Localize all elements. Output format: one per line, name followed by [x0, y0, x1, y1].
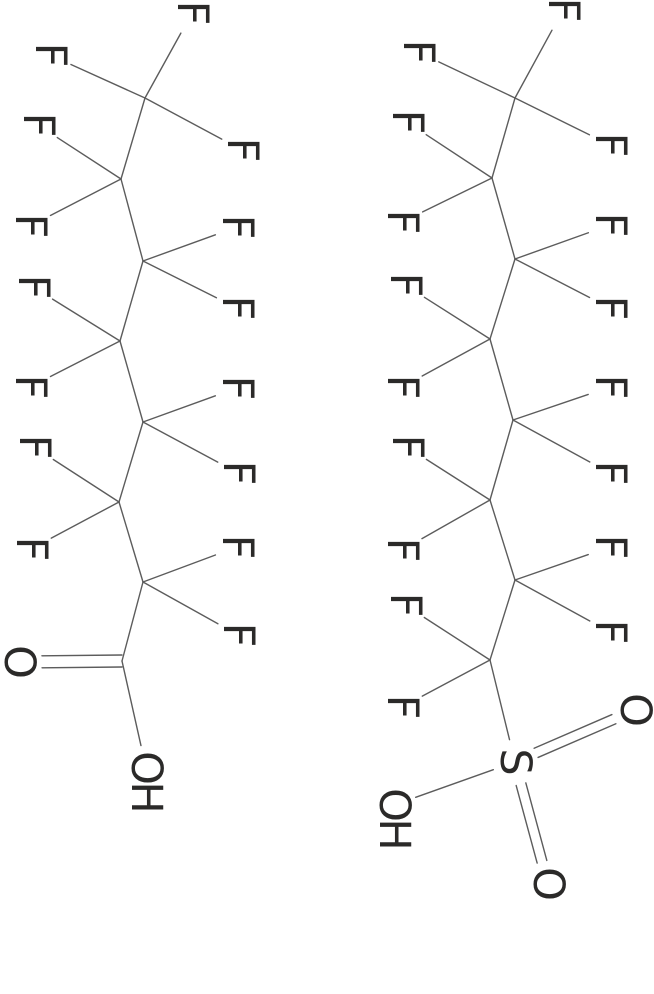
atom-label-F: F — [585, 535, 635, 560]
atom-label-F: F — [212, 296, 262, 321]
bond-line — [512, 419, 591, 463]
atom-label-F: F — [13, 113, 63, 138]
molecule-pfos: FFFFFFFFFFFFFFFFFSOOOH — [369, 0, 654, 901]
atom-label-F: F — [538, 0, 588, 22]
double-bond-line — [41, 666, 123, 669]
bond-line — [491, 97, 516, 179]
atom-label-O: O — [0, 645, 44, 679]
atom-label-F: F — [213, 461, 263, 486]
atom-label-O: O — [523, 867, 573, 901]
atom-label-F: F — [6, 537, 56, 562]
bond-line — [421, 338, 491, 377]
bond-line — [142, 234, 217, 262]
bond-line — [121, 581, 144, 662]
bond-line — [489, 579, 516, 661]
bond-line — [489, 499, 516, 581]
atom-label-F: F — [393, 40, 443, 65]
atom-label-F: F — [377, 375, 427, 400]
atom-label-F: F — [5, 214, 55, 239]
double-bond-line — [533, 713, 613, 749]
bond-line — [514, 29, 553, 99]
atom-label-F: F — [213, 623, 263, 648]
bond-line — [56, 136, 122, 180]
bond-line — [119, 260, 144, 342]
bond-line — [120, 178, 144, 262]
bond-line — [118, 421, 144, 503]
molecule-pfoa: FFFFFFFFFFFFFFFOOH — [0, 1, 267, 814]
atom-label-F: F — [167, 1, 217, 26]
bond-line — [52, 458, 120, 503]
bond-line — [423, 616, 491, 661]
double-bond-line — [525, 782, 548, 862]
atom-label-F: F — [5, 375, 55, 400]
atom-label-H: H — [121, 781, 171, 813]
bond-line — [49, 340, 121, 378]
atom-label-F: F — [377, 695, 427, 720]
atom-label-F: F — [585, 620, 635, 645]
double-bond-line — [537, 723, 617, 759]
atom-label-F: F — [380, 593, 430, 618]
atom-label-S: S — [490, 748, 540, 775]
bond-line — [144, 32, 182, 99]
double-bond-line — [515, 784, 538, 864]
bond-line — [51, 298, 121, 342]
bond-line — [414, 769, 495, 798]
bond-line — [421, 659, 491, 697]
atom-label-F: F — [25, 43, 75, 68]
atom-label-F: F — [585, 375, 635, 400]
atom-label-H: H — [369, 818, 419, 850]
bond-line — [50, 501, 120, 539]
atom-label-F: F — [382, 110, 432, 135]
atom-label-F: F — [377, 538, 427, 563]
bond-line — [425, 133, 493, 179]
atom-label-F: F — [382, 435, 432, 460]
bond-line — [142, 554, 217, 583]
bond-line — [514, 97, 591, 136]
atom-label-F: F — [212, 376, 262, 401]
atom-label-F: F — [9, 435, 59, 460]
bond-line — [421, 499, 491, 540]
bond-line — [119, 340, 144, 423]
double-bond-line — [41, 654, 123, 657]
atom-label-F: F — [585, 296, 635, 321]
bond-line — [514, 553, 589, 581]
bond-line — [514, 232, 590, 260]
atom-label-O: O — [121, 751, 171, 785]
atom-label-F: F — [585, 461, 635, 486]
atom-label-F: F — [377, 210, 427, 235]
bond-line — [421, 177, 493, 213]
bond-line — [142, 581, 219, 625]
bond-line — [425, 458, 491, 501]
bond-line — [423, 296, 491, 340]
bond-line — [70, 63, 146, 99]
bond-line — [142, 395, 217, 423]
bond-line — [144, 97, 223, 140]
bond-line — [489, 258, 516, 340]
bond-line — [142, 260, 218, 299]
bond-line — [489, 659, 511, 741]
atom-label-F: F — [380, 273, 430, 298]
bond-line — [49, 178, 122, 217]
bond-line — [121, 660, 142, 747]
bond-line — [514, 579, 591, 622]
atom-label-F: F — [585, 213, 635, 238]
bond-line — [489, 338, 514, 421]
atom-label-F: F — [212, 215, 262, 240]
atom-label-F: F — [217, 138, 267, 163]
bond-line — [491, 177, 516, 260]
bond-line — [489, 419, 514, 501]
bond-line — [512, 393, 589, 421]
atom-label-O: O — [369, 788, 419, 822]
bond-line — [514, 258, 591, 299]
atom-label-F: F — [8, 275, 58, 300]
bond-line — [120, 97, 146, 180]
bond-line — [118, 501, 144, 583]
atom-label-O: O — [610, 693, 654, 727]
bond-line — [142, 421, 219, 463]
atom-label-F: F — [585, 133, 635, 158]
bond-line — [438, 61, 516, 99]
atom-label-F: F — [212, 535, 262, 560]
